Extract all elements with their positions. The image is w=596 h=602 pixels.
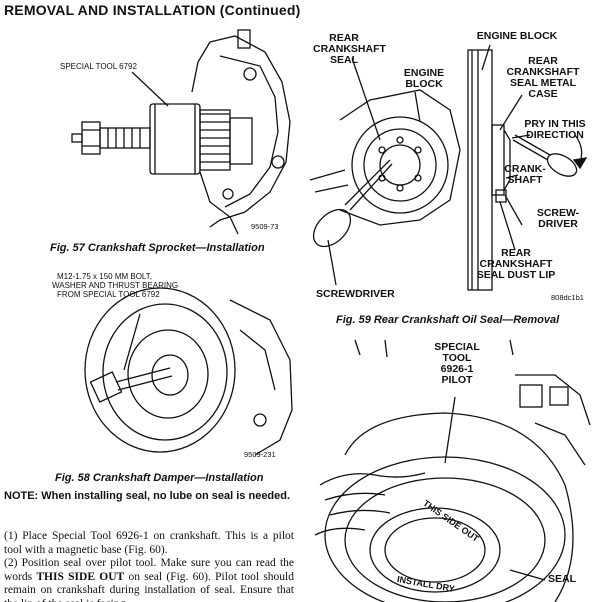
note-text: NOTE: When installing seal, no lube on s… xyxy=(4,490,291,502)
fig58-label-line-1: M12-1.75 x 150 MM BOLT, xyxy=(57,272,152,281)
fig59-pry-label: PRY IN THIS DIRECTION xyxy=(524,118,586,141)
page-title: REMOVAL AND INSTALLATION (Continued) xyxy=(4,2,301,18)
fig60-seal-label: SEAL xyxy=(548,573,577,585)
fig59-screwdriver-left-label: SCREWDRIVER xyxy=(316,288,395,300)
fig58-illustration xyxy=(84,287,293,456)
fig59-caption: Fig. 59 Rear Crankshaft Oil Seal—Removal xyxy=(336,314,560,326)
fig57-illustration xyxy=(71,29,291,235)
fig59-dust-lip-label: REAR CRANKSHAFT SEAL DUST LIP xyxy=(476,247,556,281)
fig58-label-line-2: WASHER AND THRUST BEARING xyxy=(52,281,179,290)
fig59-engine-block-label: ENGINE BLOCK xyxy=(403,67,445,90)
fig59-seal-metal-case-label: REAR CRANKSHAFT SEAL METAL CASE xyxy=(506,55,580,100)
fig57-tool-label: SPECIAL TOOL 6792 xyxy=(60,62,137,71)
fig58-caption: Fig. 58 Crankshaft Damper—Installation xyxy=(55,472,264,484)
paragraph-2: (2) Position seal over pilot tool. Make … xyxy=(4,557,294,602)
fig59-engine-block-right-label: ENGINE BLOCK xyxy=(476,30,558,42)
fig59-screwdriver-right-label: SCREW- DRIVER xyxy=(536,207,580,230)
fig59-illustration xyxy=(309,44,588,291)
fig59-rear-seal-label: REAR CRANKSHAFT SEAL xyxy=(313,32,386,66)
fig60-tool-label: SPECIAL TOOL 6926-1 PILOT xyxy=(434,341,480,386)
fig58-label-line-3: FROM SPECIAL TOOL 6792 xyxy=(57,290,160,299)
fig59-crankshaft-label: CRANK- SHAFT xyxy=(504,163,546,186)
fig57-caption: Fig. 57 Crankshaft Sprocket—Installation xyxy=(50,242,265,254)
fig57-code: 9509-73 xyxy=(251,222,279,231)
fig59-code: 808dc1b1 xyxy=(551,293,584,302)
fig58-code: 9509-231 xyxy=(244,450,276,459)
fig60-illustration xyxy=(314,339,591,602)
paragraph-1: (1) Place Special Tool 6926-1 on cranksh… xyxy=(4,530,294,556)
